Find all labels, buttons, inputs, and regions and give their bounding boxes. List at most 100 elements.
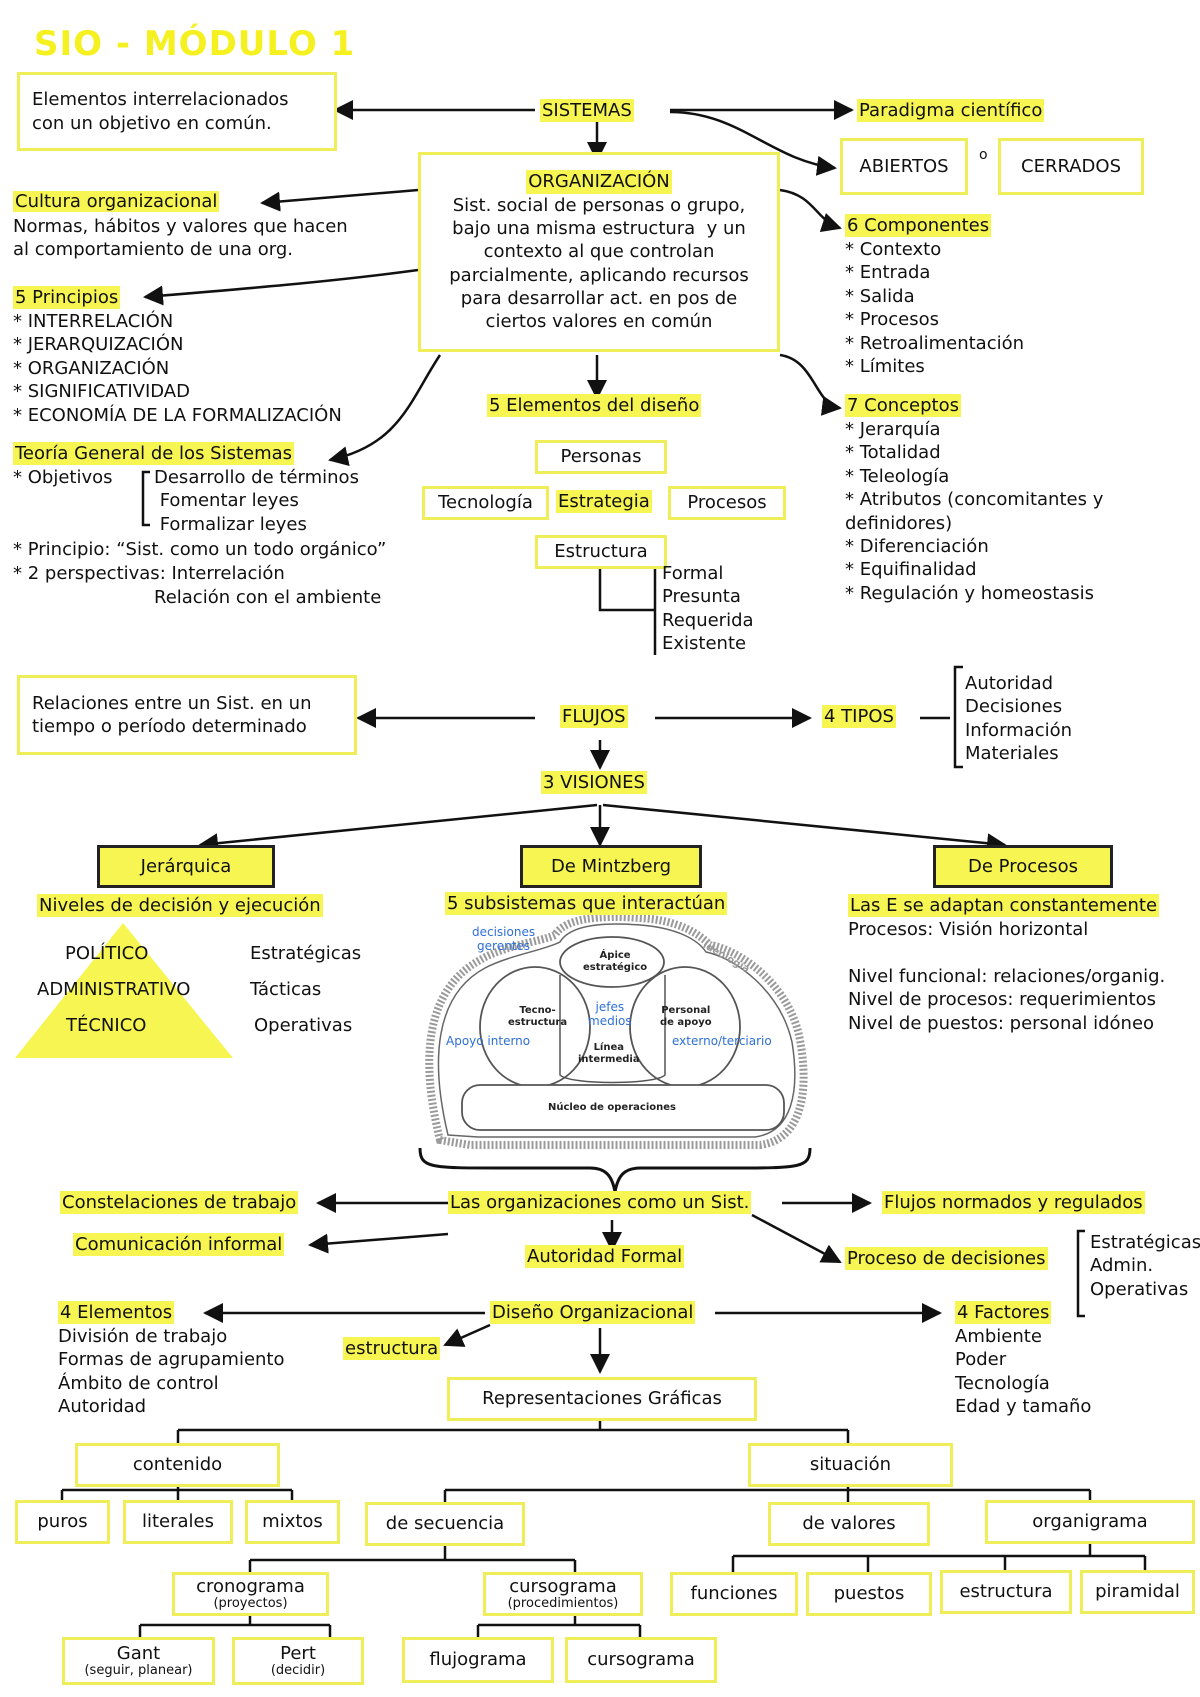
tgs-objetivos-list: Desarrollo de términos Fomentar leyes Fo… <box>154 467 359 535</box>
decisiones-tipos: Estratégicas Admin. Operativas <box>1090 1232 1200 1300</box>
piramidal-box: piramidal <box>1080 1570 1195 1614</box>
tipos-label: 4 TIPOS <box>822 705 896 729</box>
contenido-box: contenido <box>75 1443 280 1487</box>
personal-apoyo-label: Personal de apoyo <box>660 1005 712 1028</box>
de-valores-box: de valores <box>768 1502 930 1546</box>
nivel-politico: POLÍTICO <box>65 943 149 964</box>
procesos-box: Procesos <box>668 486 786 520</box>
diseno-org-title: Diseño Organizacional <box>490 1301 696 1325</box>
cultura-title: Cultura organizacional <box>13 191 220 212</box>
flujograma-box: flujograma <box>402 1637 554 1683</box>
personas-box: Personas <box>535 440 667 474</box>
nucleo-operaciones-label: Núcleo de operaciones <box>548 1102 676 1113</box>
proceso-decisiones-label: Proceso de decisiones <box>845 1247 1048 1271</box>
pert-sub: (decidir) <box>270 1662 326 1678</box>
tipos-list: Autoridad Decisiones Información Materia… <box>965 673 1073 765</box>
linea-intermedia-label: Línea intermedia <box>578 1042 640 1065</box>
mintzberg-box: De Mintzberg <box>520 845 702 888</box>
cursograma-sub: (procedimientos) <box>507 1595 619 1611</box>
factores-title: 4 Factores <box>955 1301 1052 1325</box>
tgs-objetivos: * Objetivos <box>13 467 113 488</box>
procesos-subtitle: Las E se adaptan constantemente <box>848 894 1160 918</box>
apice-label: Ápice estratégico <box>583 950 648 973</box>
estructura-label: estructura <box>343 1337 441 1361</box>
comunicacion-informal-label: Comunicación informal <box>73 1233 285 1257</box>
tecnologia-box: Tecnología <box>422 486 549 520</box>
page-title: SIO - MÓDULO 1 <box>34 24 356 64</box>
cronograma-box: cronograma (proyectos) <box>172 1572 329 1616</box>
tipo-estrategicas: Estratégicas <box>250 943 362 964</box>
diseno-title: 5 Elementos del diseño <box>487 394 702 418</box>
tgs-title: Teoría General de los Sistemas <box>13 442 295 466</box>
de-secuencia-box: de secuencia <box>365 1502 525 1546</box>
cultura-text: Normas, hábitos y valores que hacen al c… <box>13 216 348 261</box>
org-sistema-title: Las organizaciones como un Sist. <box>448 1191 752 1215</box>
note-apoyo-interno: Apoyo interno <box>446 1034 531 1048</box>
tgs-perspectiva-2: Relación con el ambiente <box>154 587 382 608</box>
organizacion-title: ORGANIZACIÓN <box>526 170 672 194</box>
flujos-label: FLUJOS <box>560 705 628 729</box>
tecnoestructura-label: Tecno- estructura <box>508 1005 568 1028</box>
situacion-box: situación <box>748 1443 953 1487</box>
pert-label: Pert <box>280 1642 316 1664</box>
jerarquica-subtitle: Niveles de decisión y ejecución <box>37 894 323 918</box>
estrategia-label: Estrategia <box>556 490 652 514</box>
note-jefes-medios: jefes medios <box>588 1000 632 1028</box>
sistemas-label: SISTEMAS <box>540 99 634 123</box>
flujos-definition-box: Relaciones entre un Sist. en un tiempo o… <box>17 675 357 755</box>
note-decisiones-gerentes: decisiones gerentes <box>472 925 536 953</box>
constelaciones-label: Constelaciones de trabajo <box>60 1191 299 1215</box>
hierarchy-pyramid <box>15 923 233 1058</box>
jerarquica-box: Jerárquica <box>97 845 275 888</box>
cursograma-leaf-box: cursograma <box>565 1637 717 1683</box>
gant-sub: (seguir, planear) <box>84 1662 193 1678</box>
sistemas-definition-box: Elementos interrelacionados con un objet… <box>17 72 337 151</box>
mintzberg-subtitle: 5 subsistemas que interactúan <box>445 892 728 916</box>
cronograma-sub: (proyectos) <box>213 1595 288 1611</box>
organizacion-box: ORGANIZACIÓN Sist. social de personas o … <box>418 152 780 352</box>
literales-box: literales <box>123 1500 233 1544</box>
principios-title: 5 Principios <box>13 286 121 310</box>
estructura-box: Estructura <box>535 535 667 569</box>
nivel-administrativo: ADMINISTRATIVO <box>37 979 191 1000</box>
puros-box: puros <box>15 1500 110 1544</box>
componentes-list: * Contexto * Entrada * Salida * Procesos… <box>845 239 1025 377</box>
procesos-niveles: Procesos: Visión horizontal Nivel funcio… <box>848 919 1166 1034</box>
nivel-tecnico: TÉCNICO <box>66 1015 147 1036</box>
note-externo-terciario: externo/terciario <box>672 1034 772 1048</box>
visiones-title: 3 VISIONES <box>541 771 647 795</box>
gant-box: Gant (seguir, planear) <box>62 1637 215 1685</box>
tipo-tacticas: Tácticas <box>250 979 322 1000</box>
conceptos-title: 7 Conceptos <box>845 394 962 418</box>
organizacion-text: Sist. social de personas o grupo, bajo u… <box>449 194 749 333</box>
cronograma-label: cronograma <box>196 1575 305 1597</box>
cultura-block: Cultura organizacional <box>13 190 220 213</box>
paradigma-label: Paradigma científico <box>857 99 1045 123</box>
abiertos-or-cerrados-connector: o <box>979 147 988 163</box>
mixtos-box: mixtos <box>245 1500 340 1544</box>
puestos-box: puestos <box>806 1572 932 1616</box>
tgs-perspectivas: * 2 perspectivas: Interrelación <box>13 563 285 584</box>
elementos-title: 4 Elementos <box>58 1301 175 1325</box>
pert-box: Pert (decidir) <box>232 1637 364 1685</box>
abiertos-box: ABIERTOS <box>840 138 968 195</box>
cursograma-label: cursograma <box>509 1575 617 1597</box>
representaciones-box: Representaciones Gráficas <box>447 1377 757 1421</box>
tgs-principio: * Principio: “Sist. como un todo orgánic… <box>13 539 387 560</box>
principios-list: * INTERRELACIÓN * JERARQUIZACIÓN * ORGAN… <box>13 311 342 426</box>
estructura-types: Formal Presunta Requerida Existente <box>662 563 754 655</box>
organigrama-box: organigrama <box>985 1500 1195 1544</box>
flujos-normados-label: Flujos normados y regulados <box>882 1191 1145 1215</box>
cursograma-box: cursograma (procedimientos) <box>483 1572 643 1616</box>
cerrados-box: CERRADOS <box>998 138 1144 195</box>
elementos-list: División de trabajo Formas de agrupamien… <box>58 1326 285 1418</box>
funciones-box: funciones <box>670 1572 798 1616</box>
conceptos-list: * Jerarquía * Totalidad * Teleología * A… <box>845 419 1104 604</box>
estructura-leaf-box: estructura <box>940 1570 1072 1614</box>
mintzberg-diagram <box>425 912 808 1149</box>
factores-list: Ambiente Poder Tecnología Edad y tamaño <box>955 1326 1092 1418</box>
procesos-vision-box: De Procesos <box>933 845 1113 888</box>
gant-label: Gant <box>116 1642 161 1664</box>
tipo-operativas: Operativas <box>254 1015 353 1036</box>
